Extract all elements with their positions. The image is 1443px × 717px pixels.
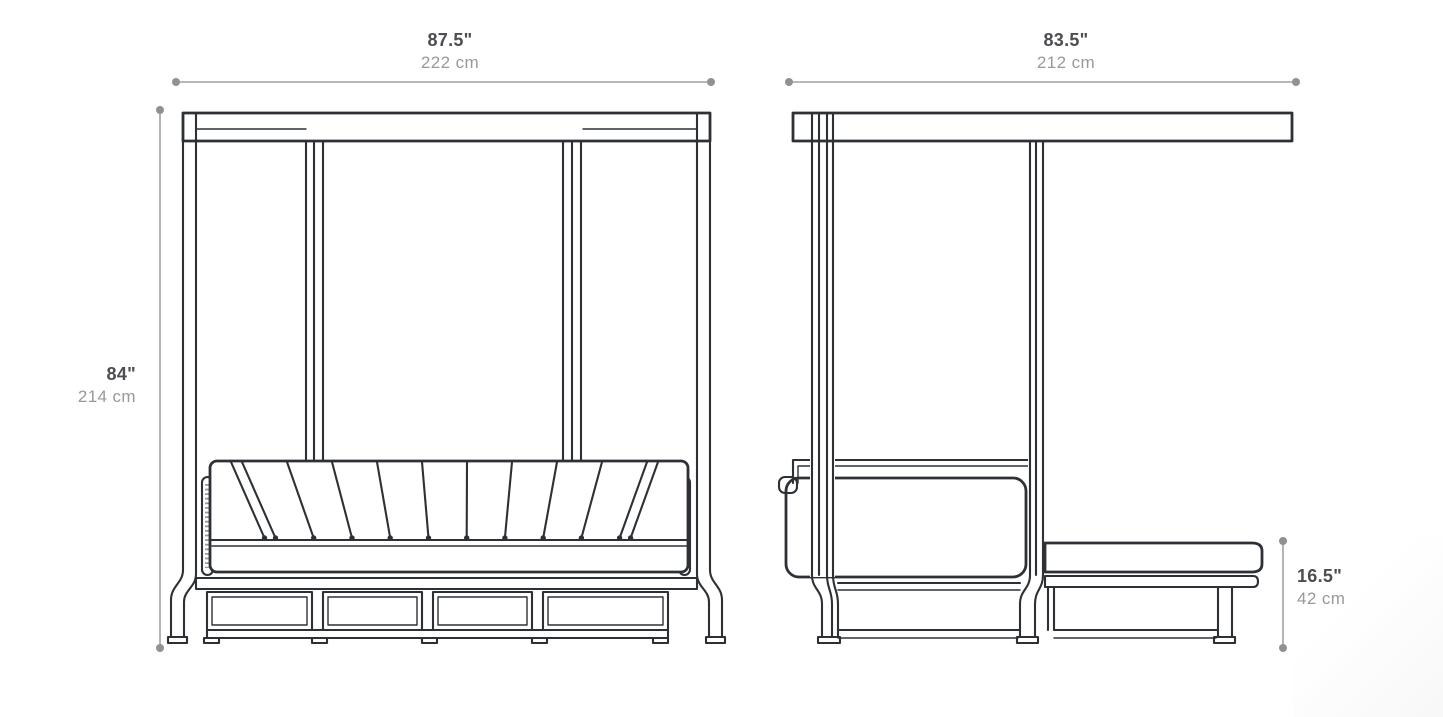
front-right-foot (704, 635, 727, 645)
dimension-height-imperial: 84" (106, 364, 136, 384)
base-panels (205, 590, 670, 632)
dimension-height-metric: 214 cm (77, 386, 136, 406)
front-left-foot (166, 635, 189, 645)
dimension-width-metric: 222 cm (420, 52, 480, 72)
front-inner-posts (304, 139, 583, 463)
dimension-seat-height-label: 16.5" 42 cm (1297, 566, 1427, 608)
dim-line-width (172, 78, 715, 86)
dimension-width-imperial: 87.5" (427, 30, 473, 50)
dimension-height-label: 84" 214 cm (20, 364, 136, 406)
side-cushion (777, 475, 1028, 579)
front-base (194, 576, 699, 645)
dim-line-seat-height (1279, 537, 1287, 652)
bench-foot (1212, 635, 1237, 645)
dimension-seat-height-imperial: 16.5" (1297, 566, 1427, 587)
front-view (166, 111, 727, 645)
front-canopy-frame (181, 111, 712, 143)
corner-shade (1293, 537, 1443, 717)
side-bench (1043, 541, 1264, 645)
dim-line-depth (785, 78, 1300, 86)
dimension-depth-imperial: 83.5" (1043, 30, 1089, 50)
dim-line-height (156, 106, 164, 652)
side-posts (810, 111, 1045, 645)
dimension-depth-metric: 212 cm (1036, 52, 1096, 72)
front-cushion (200, 459, 692, 577)
dimension-width-label: 87.5" 222 cm (310, 30, 590, 72)
side-base-rails (836, 581, 1022, 639)
base-feet (202, 636, 670, 645)
dimension-depth-label: 83.5" 212 cm (926, 30, 1206, 72)
side-view (777, 111, 1294, 645)
side-front-foot (816, 635, 842, 645)
dimension-seat-height-metric: 42 cm (1297, 589, 1427, 609)
side-rear-foot (1015, 635, 1040, 645)
side-canopy-frame (791, 111, 1294, 143)
pleat-lines (229, 460, 660, 540)
